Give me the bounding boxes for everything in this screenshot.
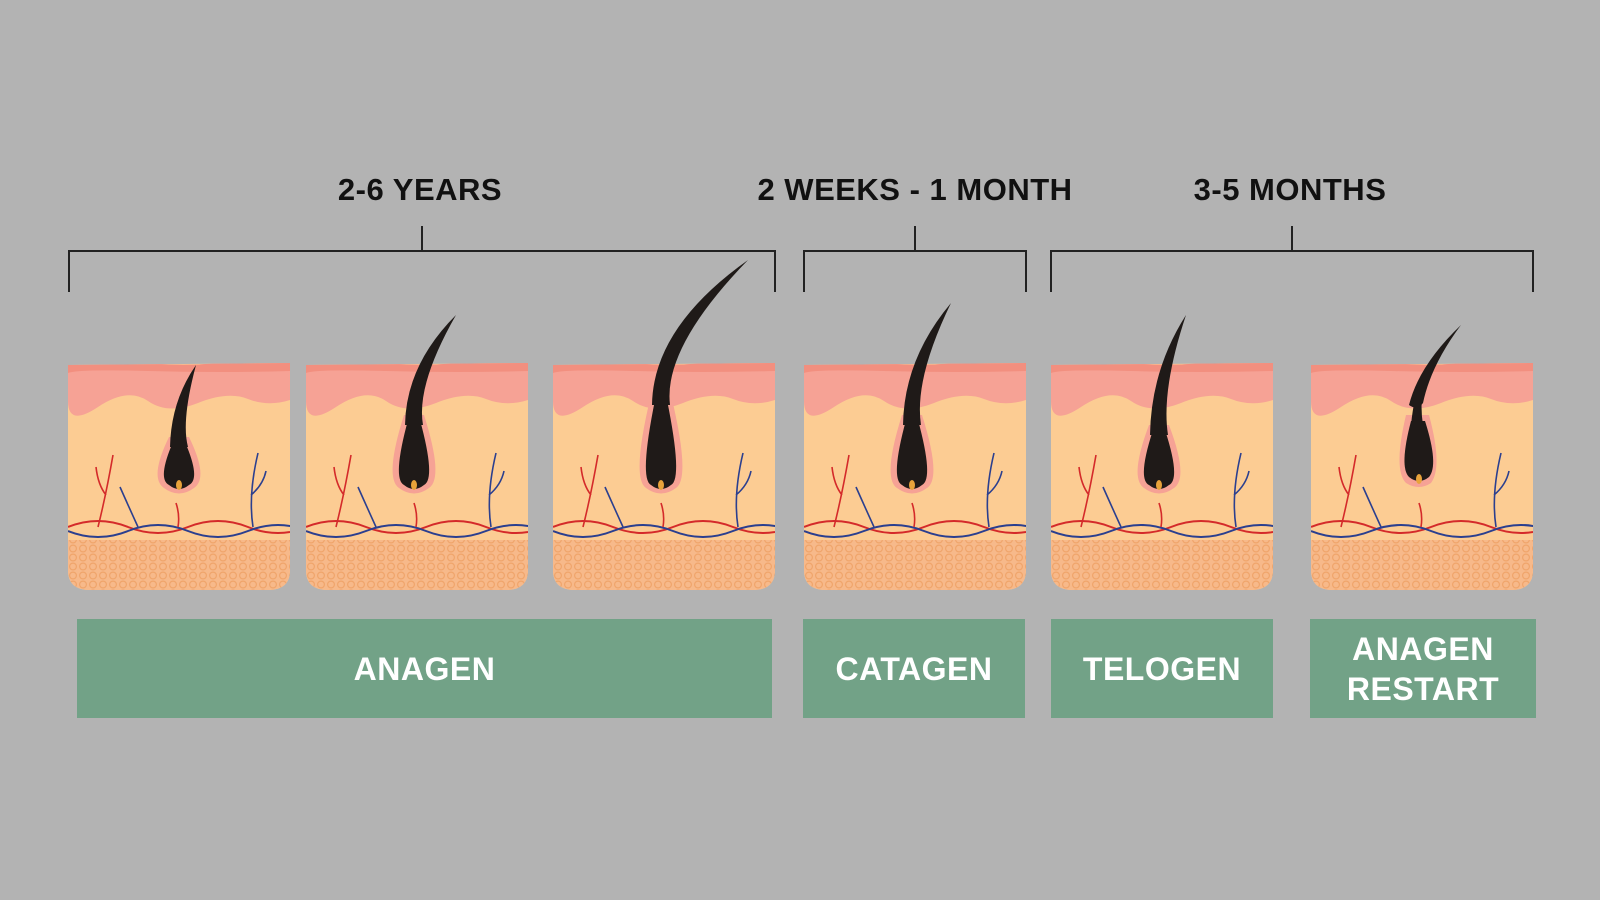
vein [1051,524,1273,538]
vein [553,524,775,538]
capillary [735,452,752,528]
artery [306,520,528,534]
fat-layer [68,540,290,590]
hair-bulb [645,400,677,489]
fat-layer [804,540,1026,590]
bracket-telogen [1050,226,1534,292]
vein [306,524,528,538]
capillary [333,454,352,528]
bracket-tick [421,226,423,252]
hair-bulb [163,442,195,489]
skin-illustration [553,260,775,590]
duration-label-catagen: 2 WEEKS - 1 MONTH [757,172,1073,207]
skin-illustration [1051,315,1273,590]
dermal-papilla [176,480,182,490]
dermal-papilla [411,480,417,490]
hair-bulb [896,420,928,489]
duration-label-anagen: 2-6 YEARS [337,172,503,207]
capillary [986,452,1003,528]
capillary [95,454,114,528]
hair-shaft [652,260,748,405]
capillary [488,452,505,528]
capillary [1158,502,1163,528]
phase-bar-anagen-restart: ANAGEN RESTART [1310,619,1536,718]
vein [804,524,1026,538]
capillary [831,454,850,528]
hair-bulb [398,420,430,489]
skin-illustration [804,303,1026,590]
capillary [660,502,665,528]
artery [553,520,775,534]
capillary [911,502,916,528]
capillary [580,454,599,528]
skin-panel-anagen-restart [1311,325,1533,595]
phase-bar-catagen: CATAGEN [803,619,1025,718]
capillary [1493,452,1510,528]
shedding-hair [1409,325,1461,408]
skin-panel-anagen-late [553,260,775,595]
hair-shaft [1150,315,1186,435]
bracket-tick [1291,226,1293,252]
artery [1051,520,1273,534]
bracket-catagen [803,226,1027,292]
capillary [175,502,180,528]
fat-layer [1311,540,1533,590]
capillary [119,486,139,528]
hair-bulb [1404,421,1434,481]
artery [68,520,290,534]
bracket-tick [914,226,916,252]
epidermis-layer [68,363,290,416]
fat-layer [306,540,528,590]
capillary [604,486,624,528]
capillary [357,486,377,528]
capillary [1078,454,1097,528]
dermal-papilla [658,480,664,490]
fat-layer [1051,540,1273,590]
vein [68,524,290,538]
dermal-papilla [1416,474,1422,484]
skin-panel-catagen [804,303,1026,595]
capillary [1233,452,1250,528]
skin-illustration [68,363,290,590]
artery [804,520,1026,534]
artery [1311,520,1533,534]
hair-shaft [170,365,196,447]
dermal-papilla [1156,480,1162,490]
capillary [413,502,418,528]
capillary [1362,486,1382,528]
duration-label-telogen: 3-5 MONTHS [1193,172,1387,207]
capillary [1338,454,1357,528]
fat-layer [553,540,775,590]
skin-panel-anagen-mid [306,315,528,595]
phase-bar-anagen: ANAGEN [77,619,772,718]
hair-bulb [1143,430,1175,489]
dermal-papilla [909,480,915,490]
bracket-anagen [68,226,776,292]
capillary [250,452,267,528]
phase-bar-telogen: TELOGEN [1051,619,1273,718]
skin-illustration [306,315,528,590]
vein [1311,524,1533,538]
capillary [1418,502,1423,528]
skin-illustration [1311,325,1533,590]
capillary [1102,486,1122,528]
skin-panel-telogen [1051,315,1273,595]
skin-panel-anagen-early [68,355,290,595]
hair-shaft [405,315,456,425]
hair-shaft [903,303,951,425]
capillary [855,486,875,528]
